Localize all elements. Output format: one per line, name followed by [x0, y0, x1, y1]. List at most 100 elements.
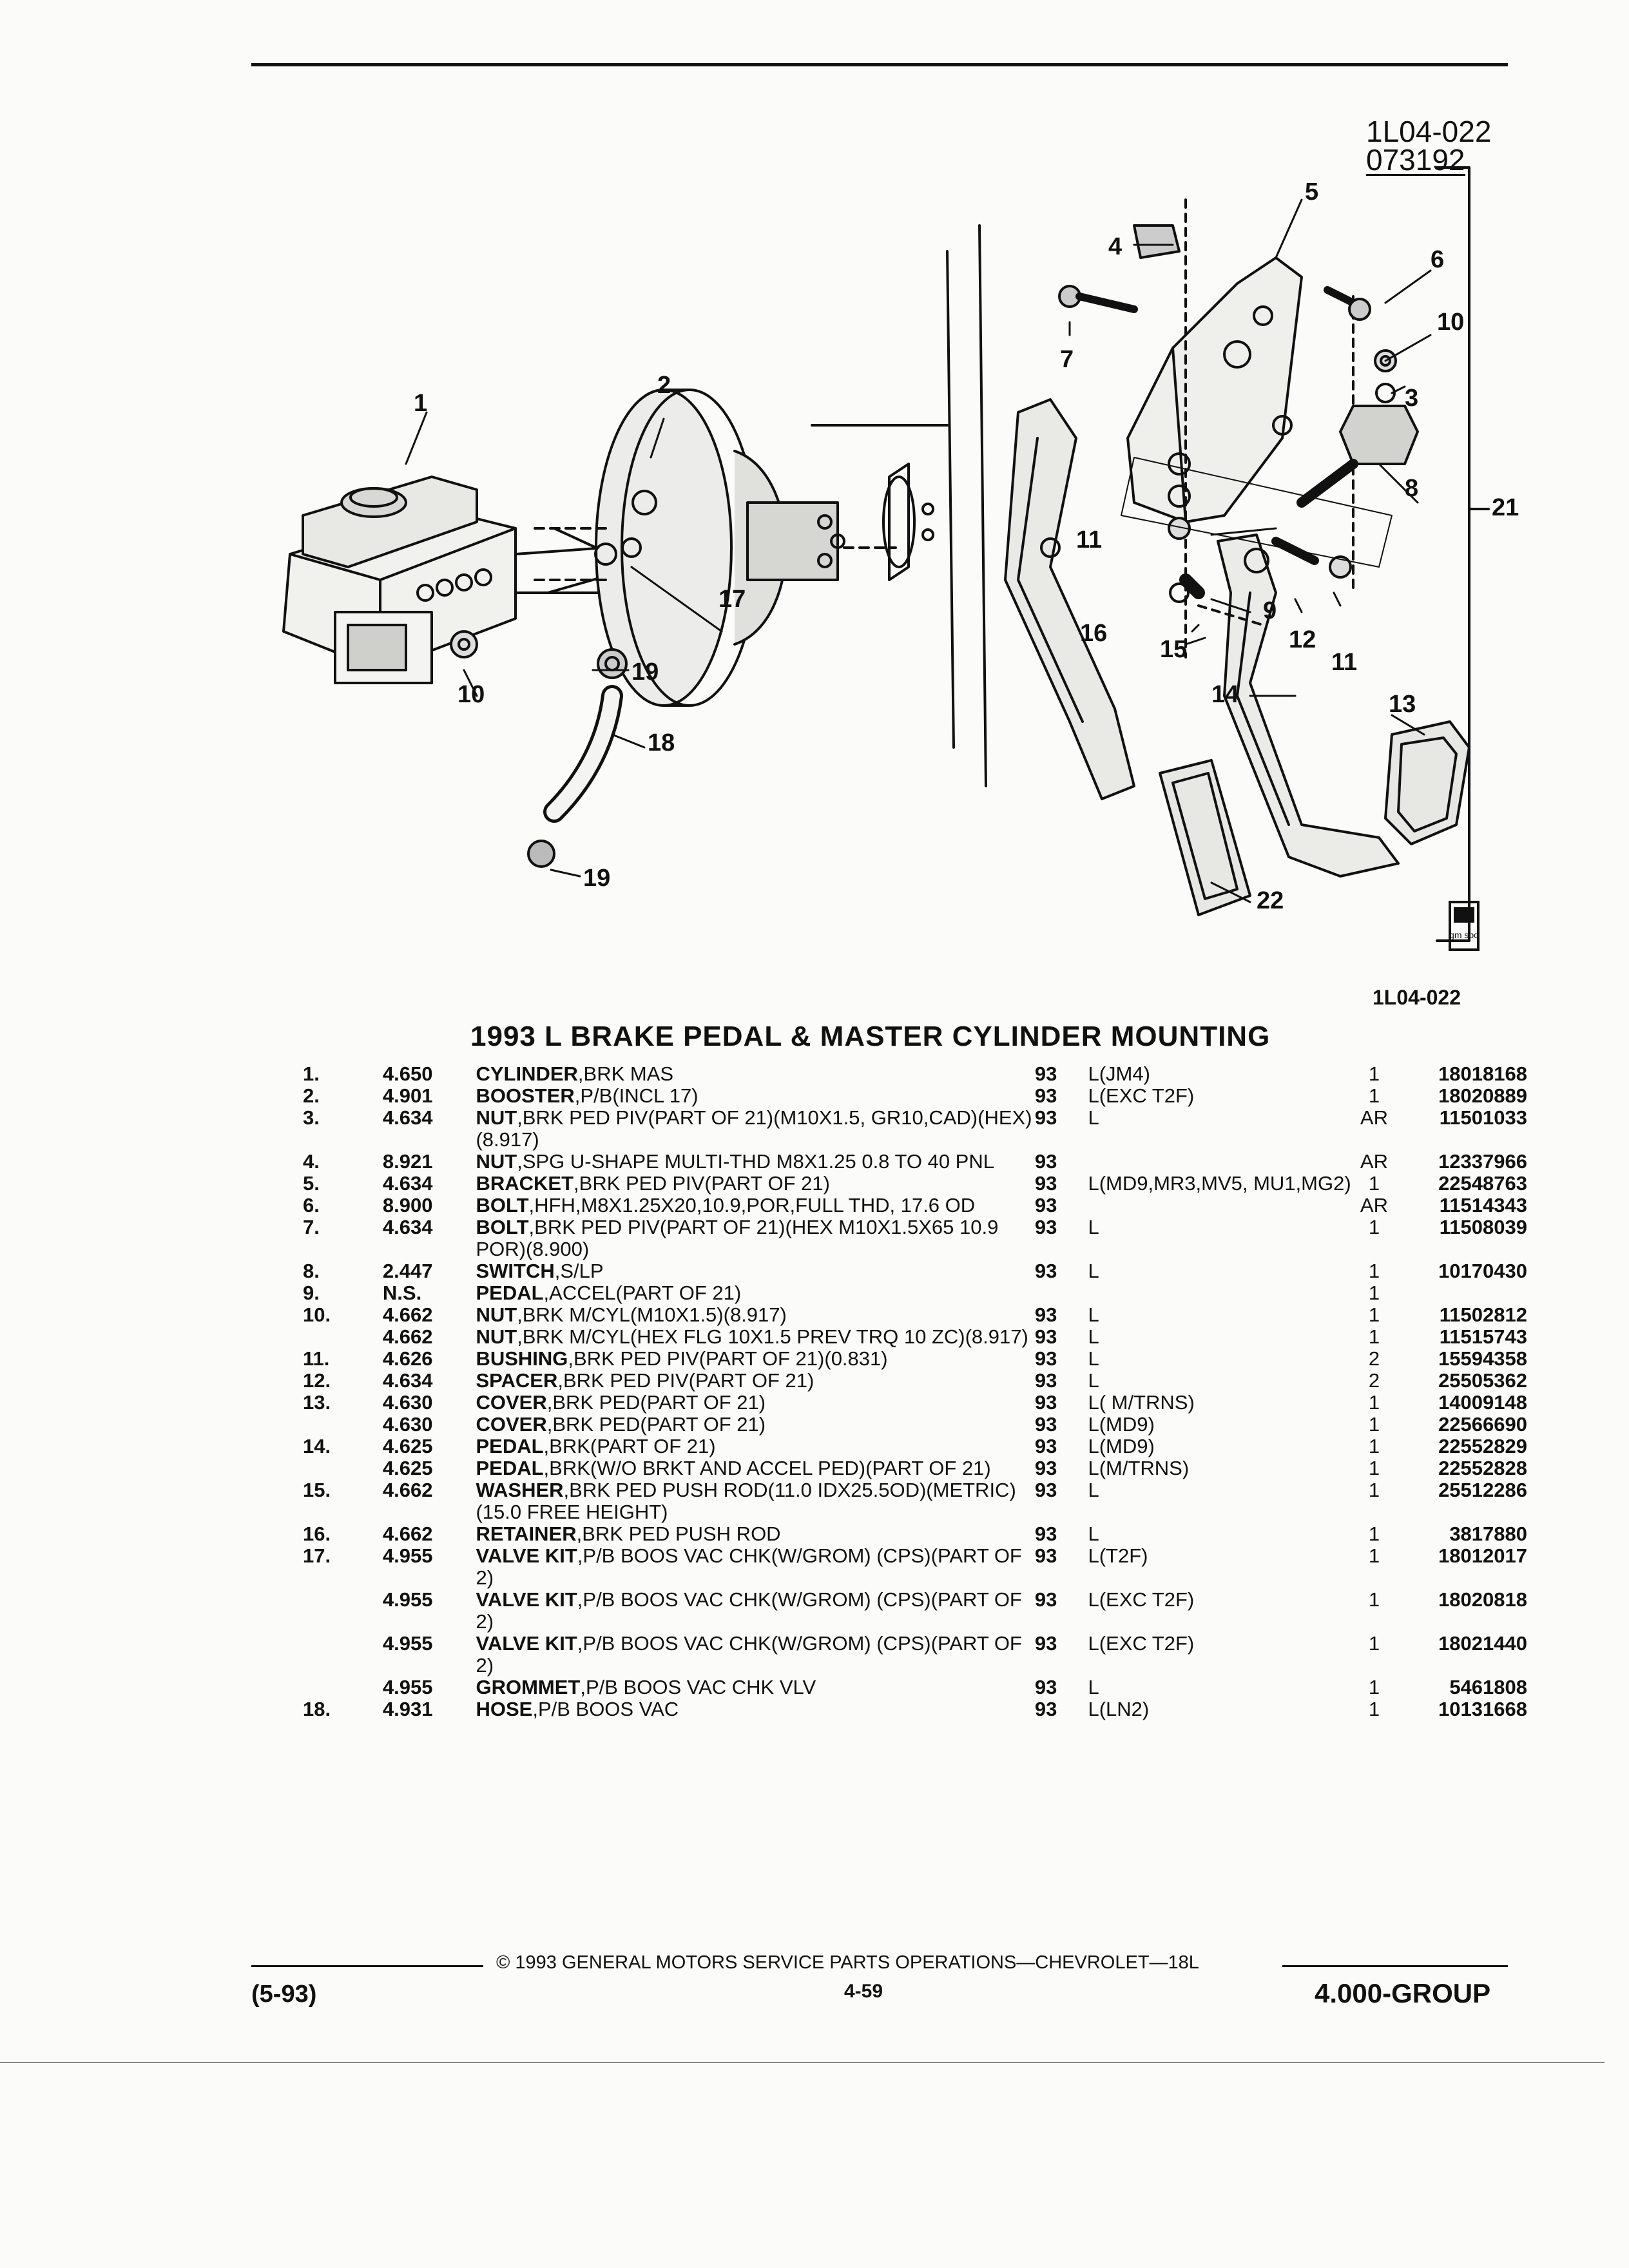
part-detail: ,BRK PED PIV(PART OF 21): [574, 1172, 830, 1195]
part-year: 93: [1034, 1216, 1057, 1238]
part-usage: L: [1088, 1369, 1099, 1392]
callout-6: 6: [1431, 246, 1444, 273]
callout-21: 21: [1492, 494, 1519, 521]
part-item: [303, 1589, 383, 1633]
stoplamp-switch-drawing: [1296, 383, 1419, 508]
part-qty: 1: [1368, 1172, 1380, 1195]
part-group: 8.921: [382, 1150, 433, 1173]
part-part: 11501033: [1439, 1106, 1527, 1129]
callout-22: 22: [1257, 887, 1284, 914]
part-usage: L(JM4): [1088, 1062, 1150, 1085]
part-qty: 1: [1368, 1413, 1380, 1436]
part-item: 14.: [303, 1435, 331, 1457]
part-group: 4.626: [382, 1347, 433, 1370]
part-year: 93: [1034, 1698, 1057, 1720]
part-detail: ,BRK M/CYL(HEX FLG 10X1.5 PREV TRQ 10 ZC…: [517, 1325, 1028, 1348]
part-description: VALVE KIT,P/B BOOS VAC CHK(W/GROM) (CPS)…: [476, 1545, 1034, 1589]
part-description: BRACKET,BRK PED PIV(PART OF 21): [476, 1173, 1034, 1195]
part-qty: 1: [1368, 1479, 1380, 1501]
part-part: 22552828: [1438, 1457, 1527, 1479]
part-usage: L: [1088, 1216, 1099, 1238]
part-part: 10131668: [1438, 1698, 1527, 1720]
part-item: 16.: [303, 1523, 331, 1545]
part-usage: L(EXC T2F): [1088, 1588, 1195, 1611]
part-item: 7.: [303, 1216, 320, 1238]
part-part: 18020889: [1438, 1084, 1527, 1107]
part-part: 12337966: [1438, 1150, 1527, 1173]
master-cylinder-drawing: [282, 476, 639, 684]
part-usage: L: [1088, 1106, 1099, 1129]
bolt-6-drawing: [1324, 286, 1397, 372]
part-group: 4.634: [382, 1172, 433, 1195]
part-year: 93: [1034, 1435, 1057, 1457]
diagram-bottom-code: 1L04-022: [1373, 986, 1461, 1009]
part-description: WASHER,BRK PED PUSH ROD(11.0 IDX25.5OD)(…: [476, 1479, 1034, 1523]
callout-7: 7: [1060, 346, 1074, 373]
part-part: 18012017: [1438, 1544, 1527, 1567]
part-group: 4.634: [382, 1369, 433, 1392]
part-item: 18.: [303, 1698, 331, 1720]
callout-11-bottom: 11: [1331, 649, 1357, 676]
part-group: 4.662: [382, 1523, 433, 1545]
part-group: 4.630: [382, 1391, 433, 1414]
part-year: 93: [1034, 1479, 1057, 1501]
callout-4: 4: [1108, 233, 1122, 260]
part-item: 15.: [303, 1479, 331, 1501]
brake-pedal-drawing: [1121, 457, 1400, 878]
part-description: SWITCH,S/LP: [476, 1260, 1034, 1282]
part-qty: 1: [1368, 1588, 1380, 1611]
part-name: VALVE KIT: [476, 1544, 577, 1567]
part-item: 11.: [303, 1347, 330, 1370]
pedal-cover-13-drawing: [1384, 720, 1470, 845]
part-name: BUSHING: [476, 1347, 568, 1370]
callout-16: 16: [1080, 620, 1107, 647]
part-qty: 1: [1368, 1062, 1380, 1085]
part-usage: L: [1088, 1325, 1099, 1348]
part-detail: ,P/B(INCL 17): [574, 1084, 699, 1107]
part-description: BOLT,BRK PED PIV(PART OF 21)(HEX M10X1.5…: [476, 1216, 1034, 1260]
part-year: 93: [1034, 1588, 1057, 1611]
part-description: NUT,BRK M/CYL(HEX FLG 10X1.5 PREV TRQ 10…: [476, 1326, 1034, 1348]
callout-13: 13: [1389, 691, 1416, 718]
part-description: VALVE KIT,P/B BOOS VAC CHK(W/GROM) (CPS)…: [476, 1633, 1034, 1677]
part-qty: 1: [1368, 1391, 1380, 1414]
callout-10-right: 10: [1437, 309, 1464, 336]
top-rule: [251, 63, 1508, 66]
part-year: 93: [1034, 1676, 1057, 1698]
part-name: BOLT: [476, 1216, 529, 1238]
callout-12: 12: [1289, 626, 1316, 653]
part-part: 11515743: [1439, 1325, 1527, 1348]
part-item: [303, 1326, 383, 1348]
part-name: NUT: [476, 1106, 517, 1129]
part-item: 2.: [303, 1084, 320, 1107]
part-detail: ,BRK PED(PART OF 21): [546, 1413, 766, 1436]
part-qty: 1: [1368, 1632, 1380, 1655]
part-detail: ,BRK(W/O BRKT AND ACCEL PED)(PART OF 21): [543, 1457, 991, 1479]
part-part: 3817880: [1449, 1523, 1527, 1545]
part-name: VALVE KIT: [476, 1632, 577, 1655]
nut-4-drawing: [1133, 224, 1181, 259]
part-item: [303, 1414, 383, 1436]
figure-code-block: 1L04-022 073192: [1366, 117, 1491, 176]
part-qty: AR: [1360, 1106, 1388, 1129]
part-name: BOLT: [476, 1194, 529, 1216]
part-part: [1394, 1282, 1527, 1304]
part-name: HOSE: [476, 1698, 533, 1720]
part-qty: 1: [1368, 1698, 1380, 1720]
part-detail: ,BRK PED PUSH ROD: [576, 1523, 781, 1545]
part-year: [1035, 1282, 1088, 1304]
callout-1: 1: [414, 390, 427, 417]
part-detail: ,BRK PED PIV(PART OF 21)(M10X1.5, GR10,C…: [476, 1106, 1032, 1151]
part-name: WASHER: [476, 1479, 564, 1501]
part-group: 8.900: [382, 1194, 433, 1216]
booster-drawing: [534, 389, 897, 707]
footer-copyright: © 1993 GENERAL MOTORS SERVICE PARTS OPER…: [496, 1952, 1199, 1973]
part-detail: ,P/B BOOS VAC CHK VLV: [580, 1676, 816, 1698]
part-item: 3.: [303, 1106, 320, 1129]
